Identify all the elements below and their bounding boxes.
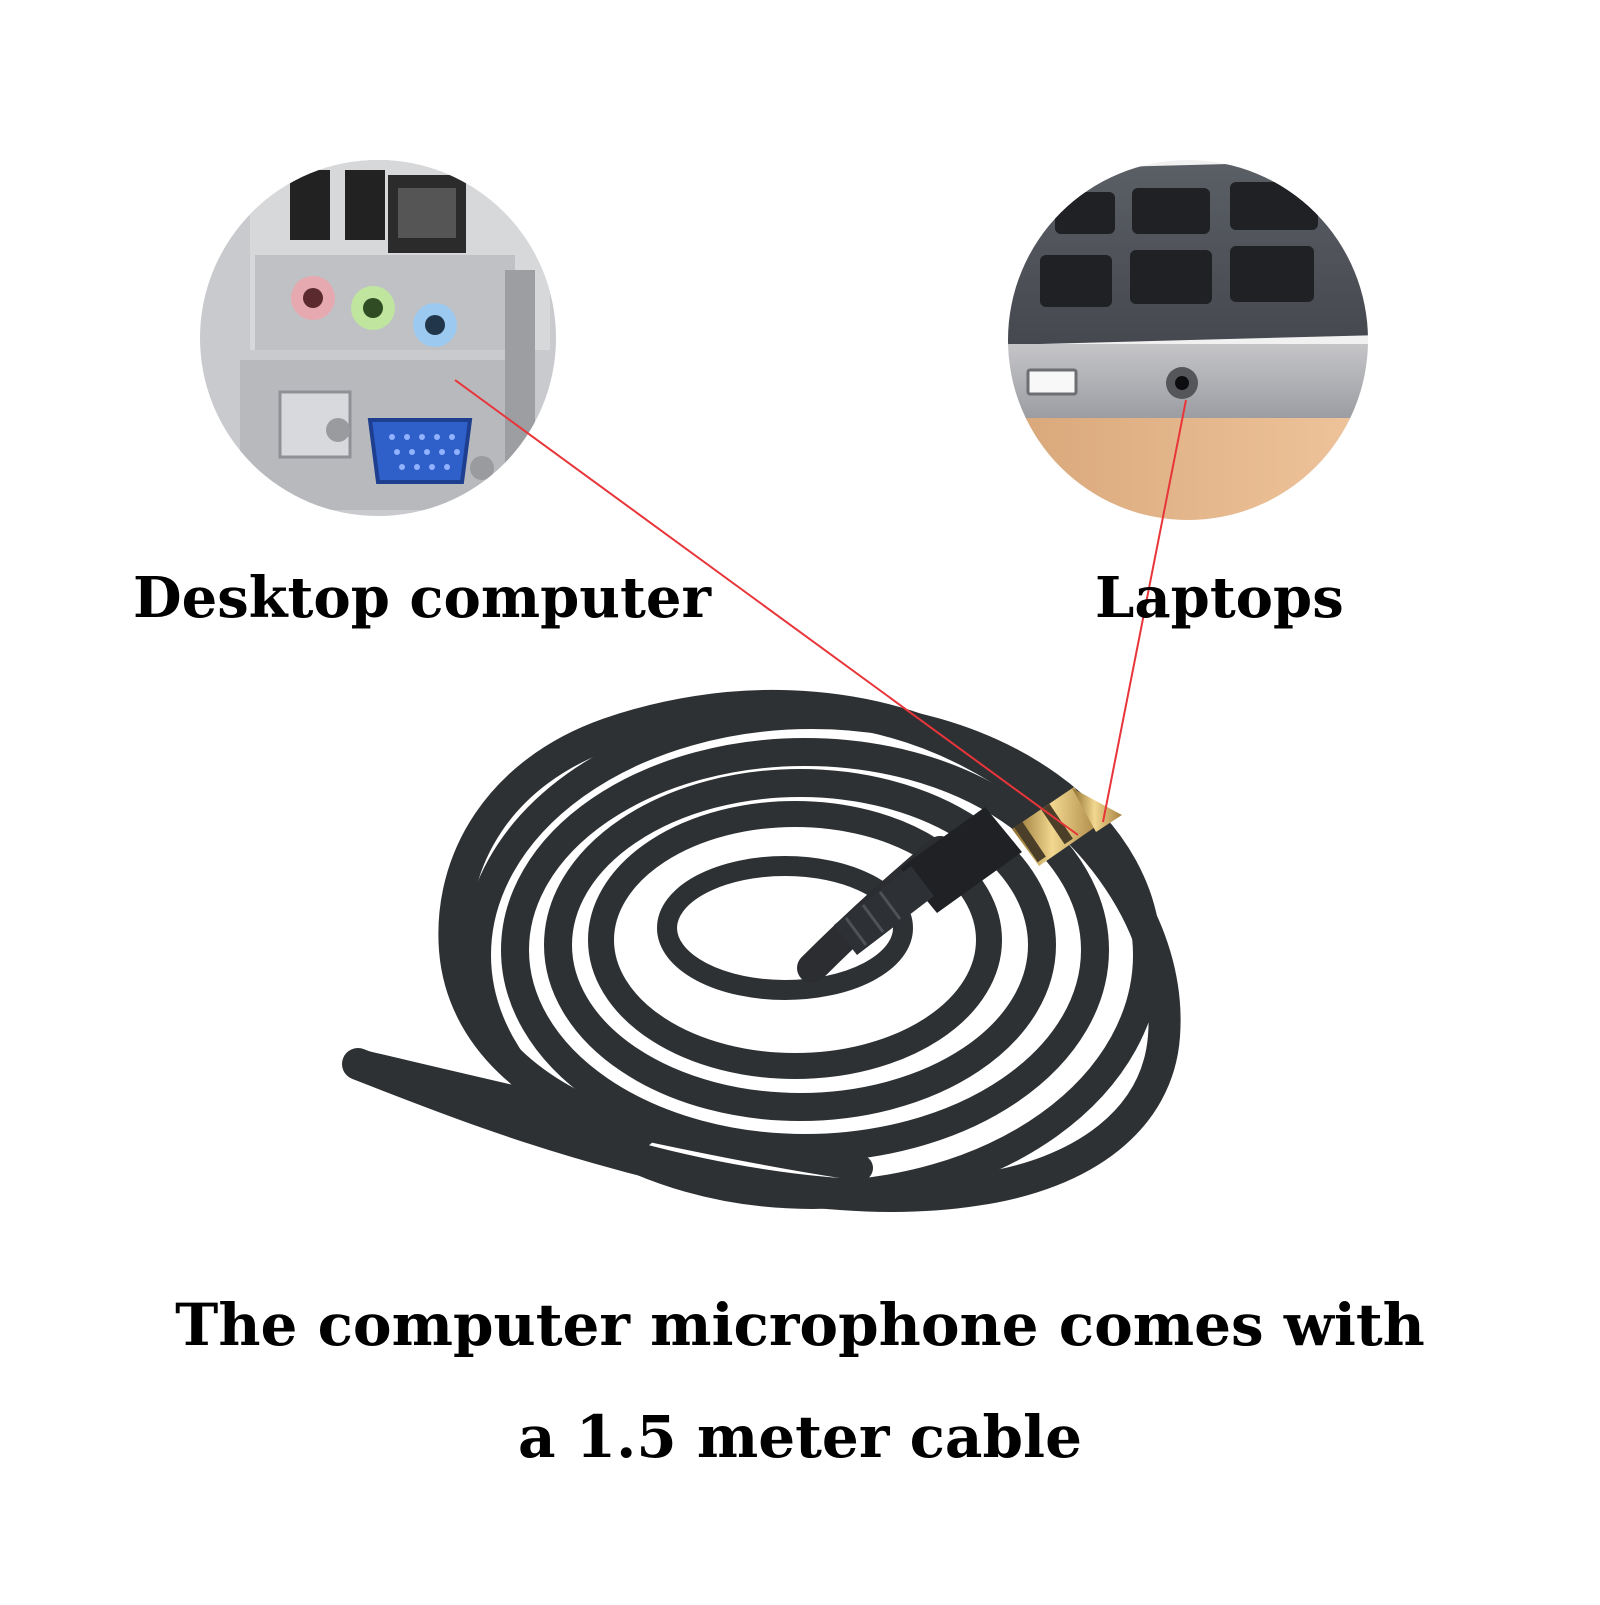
desktop-rear-panel-photo <box>200 160 556 516</box>
desktop-computer-label: Desktop computer <box>133 565 711 631</box>
laptop-side-port-photo <box>1008 160 1368 520</box>
laptops-label: Laptops <box>1095 565 1344 631</box>
coiled-3.5mm-aux-cable-photo <box>342 689 1181 1212</box>
laptop-pointer-line <box>1102 399 1187 823</box>
audio-plug <box>797 787 1122 983</box>
desktop-pointer-line <box>454 379 1079 836</box>
caption-line-1: The computer microphone comes with <box>175 1291 1425 1359</box>
pointer-lines <box>454 379 1187 836</box>
caption-line-2: a 1.5 meter cable <box>518 1403 1082 1471</box>
